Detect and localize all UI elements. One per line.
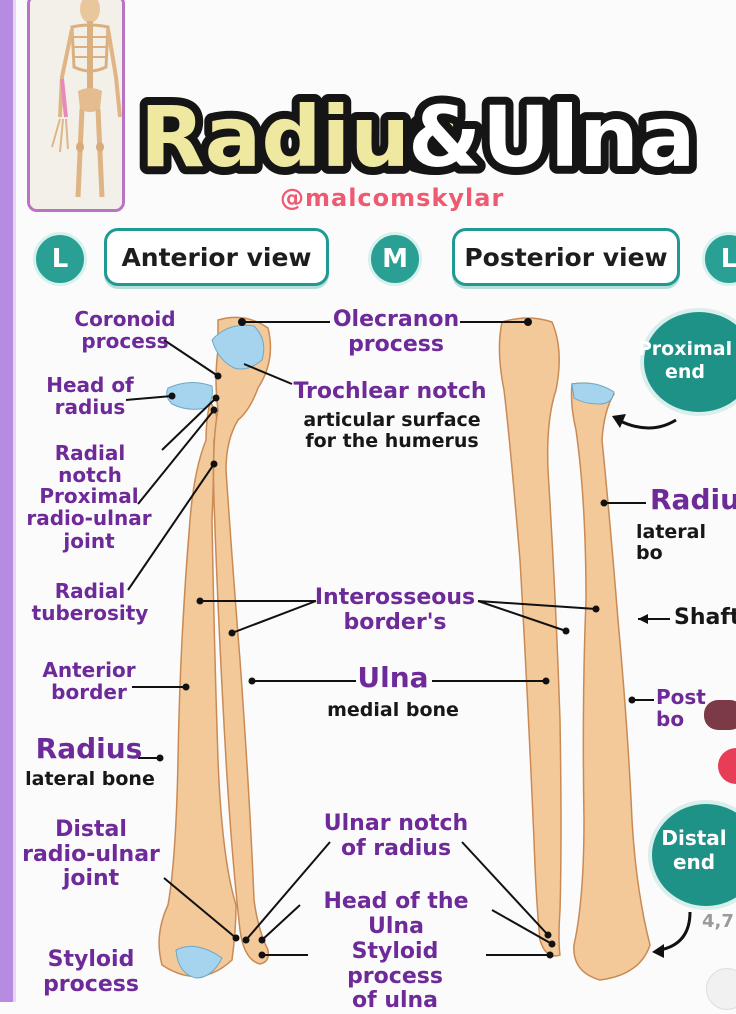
label-trochlear-articular-surface: articular surface for the humerus [303,409,481,453]
label-radius-lateral-bone-posterior: lateral bo [636,521,707,565]
left-purple-strip [0,0,13,1002]
left-strip-highlight [13,0,16,1002]
title-amp: & [408,88,481,186]
label-coronoid-process: Coronoid process [74,307,176,354]
posterior-radial-head-cartilage [571,382,615,405]
label-radius-posterior: Radius [650,483,736,516]
title-part2-outline: Ulna [482,88,696,186]
proximal-end-text: Proximal end [637,338,733,383]
leader-distal-joint [163,877,237,939]
label-head-of-radius: Head of radius [46,373,134,420]
title-amp-outline: & [408,88,481,186]
label-radial-tuberosity: Radial tuberosity [31,579,149,626]
skeleton-thumbnail [27,0,125,212]
distal-end-circle: Distal end [648,800,736,910]
leader-ulnar-notch-left [245,841,331,941]
proximal-end-circle: Proximal end [638,308,736,416]
posterior-view-pill[interactable]: Posterior view [452,228,680,286]
distal-end-arrow [659,911,692,952]
label-trochlear-notch: Trochlear notch [293,379,487,404]
leader-ulnar-notch-right [461,841,549,936]
proximal-end-arrow [617,418,677,430]
title-part1-outline: Radius [140,88,460,186]
label-distal-radio-ulnar-joint: Distal radio-ulnar joint [22,817,160,892]
anterior-olecranon-cartilage [211,324,265,370]
posterior-radius [570,382,651,981]
label-styloid-process: Styloid process [43,947,139,997]
label-ulna: Ulna [357,661,429,694]
title-part1: Radius [140,88,460,186]
rating-text: 4,7 [702,911,734,932]
label-ulna-medial-bone: medial bone [327,699,459,721]
label-ulnar-notch-of-radius: Ulnar notch of radius [323,811,469,861]
label-shaft: Shaft [674,605,736,630]
label-radius-anterior: Radius [35,732,143,765]
leader-interosseous-right [477,600,597,632]
anterior-styloid-cartilage [175,945,223,979]
label-posterior-border: Post bo [656,685,706,732]
cartoon-sticker [704,700,736,730]
leader-head-ulna-right [491,909,553,945]
label-styloid-process-of-ulna: Styloid process of ulna [347,939,443,1014]
anterior-view-pill[interactable]: Anterior view [104,228,329,286]
anterior-ulna [212,316,272,965]
leader-proximal-joint [137,409,215,505]
red-circle-button[interactable] [718,748,736,784]
anterior-radius [158,393,237,977]
posterior-ulna [498,317,562,957]
leader-head-ulna-left [261,904,301,941]
medial-badge: M [368,232,422,286]
leader-head-radius [125,395,173,401]
lateral-badge: L [33,232,87,286]
leader-interosseous-left [200,600,317,634]
label-head-of-the-ulna: Head of the Ulna [323,889,469,939]
leader-radial-notch [161,397,217,451]
author-handle[interactable]: @malcomskylar [280,184,505,212]
label-anterior-border: Anterior border [42,658,136,705]
leader-trochlear [243,363,293,385]
label-radius-lateral-bone: lateral bone [25,768,155,790]
label-radial-notch: Radial notch [54,441,126,488]
label-proximal-radio-ulnar-joint: Proximal radio-ulnar joint [26,484,152,553]
distal-end-text: Distal end [661,826,727,874]
title-graphic: Radius Radius & & Ulna Ulna [136,80,704,190]
leader-coronoid [163,339,219,377]
floating-action-button[interactable] [706,968,736,1010]
title-part2: Ulna [482,88,696,186]
skeleton-illustration [30,0,122,209]
label-interosseous-borders: Interosseous border's [314,585,476,635]
label-olecranon-process: Olecranon process [332,307,460,357]
leader-radial-tuberosity [127,463,215,591]
